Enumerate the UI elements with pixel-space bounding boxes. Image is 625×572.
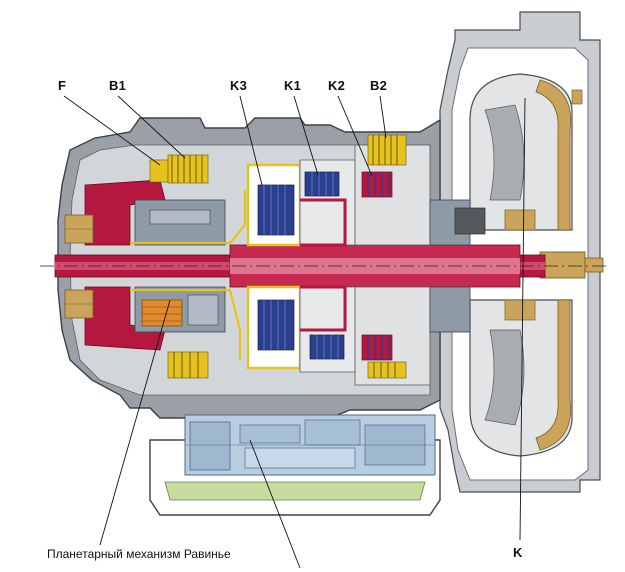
valve-body — [184, 414, 436, 476]
main-shaft — [40, 244, 610, 288]
rear-section — [64, 154, 247, 379]
label-k2: K2 — [328, 78, 346, 93]
label-k3: K3 — [230, 78, 248, 93]
label-k: K — [513, 545, 523, 560]
leader-k — [519, 97, 526, 541]
caption-ravigneaux: Планетарный механизм Равинье — [47, 547, 231, 561]
label-b1: B1 — [109, 78, 127, 93]
leader-b1 — [117, 95, 186, 159]
clutch-k3-pack — [257, 184, 295, 351]
ravigneaux-planetary — [134, 199, 226, 333]
leader-k2 — [337, 95, 373, 177]
leader-ravigneaux — [99, 299, 171, 546]
leader-valve-body — [249, 439, 301, 569]
label-k1: K1 — [284, 78, 302, 93]
leader-k1 — [293, 95, 319, 176]
label-f: F — [58, 78, 67, 93]
label-b2: B2 — [370, 78, 388, 93]
clutch-k2-pack — [361, 171, 393, 361]
leader-b2 — [379, 95, 387, 139]
front-clutches — [354, 134, 486, 386]
leader-k3 — [239, 95, 263, 186]
leader-f — [63, 95, 161, 166]
leader-lines — [63, 95, 526, 569]
brake-b1-pack — [167, 154, 209, 379]
clutch-section — [246, 159, 356, 373]
brake-b2-pack — [367, 134, 407, 379]
torque-converter — [469, 73, 604, 457]
